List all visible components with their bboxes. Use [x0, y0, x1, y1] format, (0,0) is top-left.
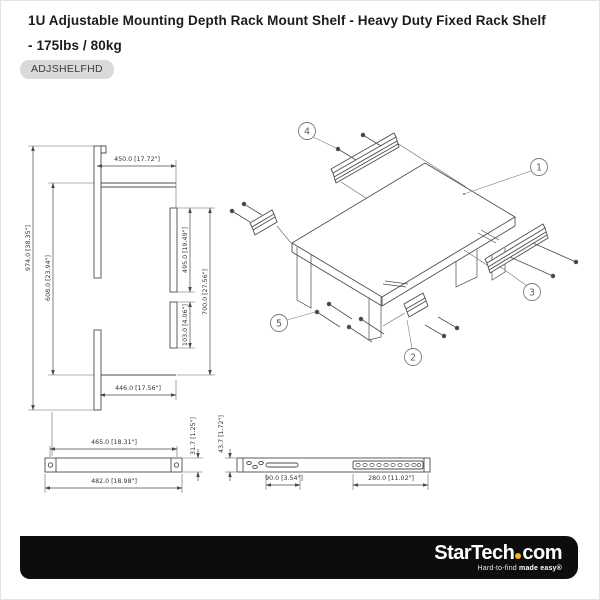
dim-rear-bracket-upper: 495.0 [19.49"]: [182, 227, 189, 273]
brand-tagline: Hard-to-find made easy®: [478, 565, 562, 572]
callout-5: 5: [276, 319, 282, 330]
front-view: 465.0 [18.31"] 482.0 [18.98"] 31.7 [1.25…: [44, 412, 203, 493]
sku-badge: ADJSHELFHD: [20, 60, 114, 79]
callout-2: 2: [410, 353, 416, 364]
technical-drawing: 450.0 [17.72"] 974.0 [38.35"] 608.0 [23.…: [25, 122, 579, 493]
dim-left-slot: 90.0 [3.54"]: [265, 475, 303, 482]
dim-top-depth: 450.0 [17.72"]: [114, 156, 160, 163]
dim-right-slot: 280.0 [11.02"]: [368, 475, 414, 482]
dim-shelf-depth: 608.0 [23.94"]: [45, 255, 52, 301]
rail-part-right: [463, 223, 549, 274]
callouts: 1 4 3 2 5: [270, 122, 548, 366]
bracket-part-left: [249, 209, 292, 244]
bracket-part-bottom: [382, 292, 429, 327]
product-title-line1: 1U Adjustable Mounting Depth Rack Mount …: [28, 13, 546, 28]
callout-1: 1: [536, 163, 542, 174]
rail-view: 43.7 [1.72"] 90.0 [3.54"] 280.0 [11.02"]: [218, 415, 431, 490]
brand-logo: StarTech com: [434, 543, 562, 563]
brand-tagline-prefix: Hard-to-find: [477, 565, 520, 572]
dim-rear-bracket-total: 700.0 [27.56"]: [202, 269, 209, 315]
callout-3: 3: [529, 288, 535, 299]
brand-tld: com: [522, 542, 562, 564]
callout-4: 4: [304, 127, 310, 138]
brand-name: StarTech: [434, 542, 515, 564]
product-title: 1U Adjustable Mounting Depth Rack Mount …: [28, 8, 584, 58]
screws: [229, 132, 579, 343]
brand-tagline-emphasis: made easy®: [519, 565, 562, 572]
dim-bottom-depth: 446.0 [17.56"]: [115, 385, 161, 392]
dim-outer-width: 482.0 [18.98"]: [91, 478, 137, 485]
isometric-view: 1 4 3 2 5: [229, 122, 579, 366]
rail-part-top: [330, 132, 467, 199]
dim-rail-height: 43.7 [1.72"]: [218, 415, 225, 453]
dim-inner-width: 465.0 [18.31"]: [91, 439, 137, 446]
dim-front-height: 31.7 [1.25"]: [190, 417, 197, 455]
brand-banner: StarTech com Hard-to-find made easy®: [20, 536, 578, 579]
brand-dot-icon: [515, 553, 522, 559]
product-title-line2: - 175lbs / 80kg: [28, 38, 122, 53]
dim-rear-bracket-lower: 103.0 [4.06"]: [182, 304, 189, 346]
side-view: 450.0 [17.72"] 974.0 [38.35"] 608.0 [23.…: [25, 145, 215, 411]
dim-overall-depth: 974.0 [38.35"]: [25, 225, 32, 271]
